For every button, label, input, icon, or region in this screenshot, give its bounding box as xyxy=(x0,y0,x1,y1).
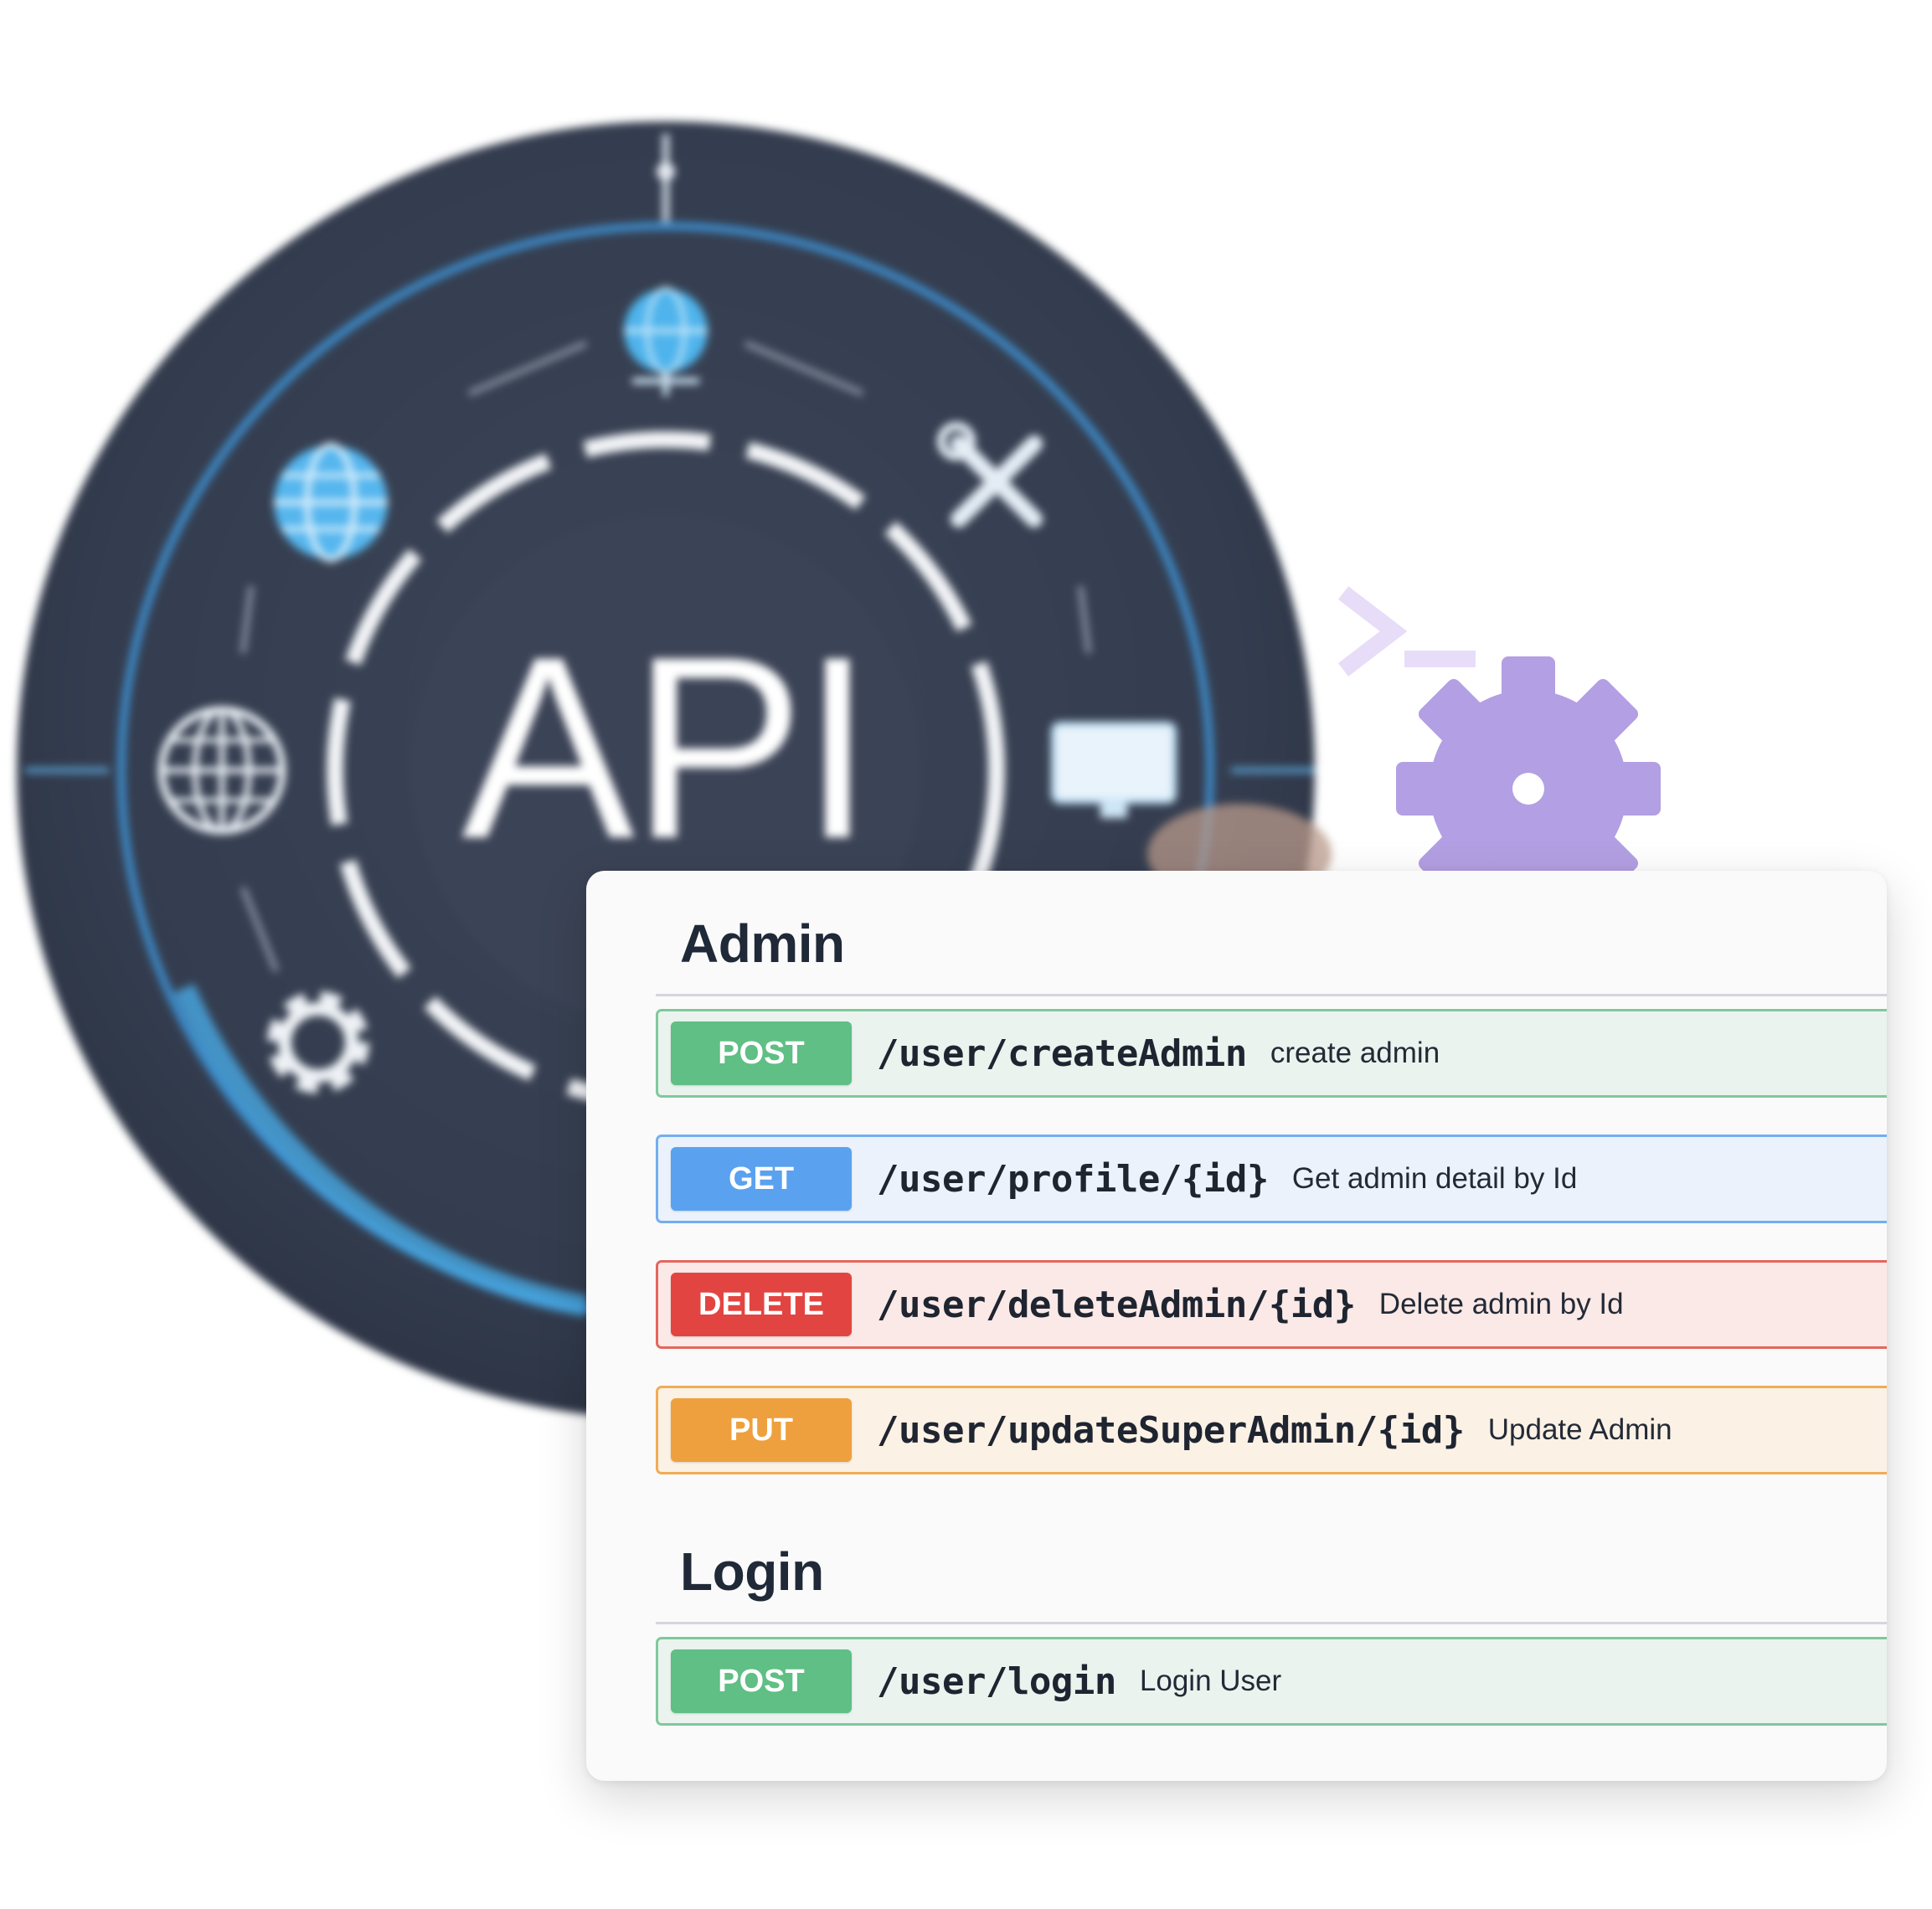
method-badge-delete: DELETE xyxy=(671,1273,852,1336)
method-badge-get: GET xyxy=(671,1147,852,1211)
operation-update-super-admin[interactable]: PUT /user/updateSuperAdmin/{id} Update A… xyxy=(656,1386,1887,1474)
operation-path: /user/updateSuperAdmin/{id} xyxy=(877,1408,1465,1452)
globe-icon xyxy=(274,442,388,563)
operation-path: /user/login xyxy=(877,1659,1116,1703)
operation-summary: Get admin detail by Id xyxy=(1291,1162,1578,1195)
section-title-login: Login xyxy=(680,1541,824,1602)
operation-path: /user/deleteAdmin/{id} xyxy=(877,1283,1356,1326)
operation-login[interactable]: POST /user/login Login User xyxy=(656,1637,1887,1726)
monitor-icon xyxy=(1051,722,1177,818)
operation-get-profile[interactable]: GET /user/profile/{id} Get admin detail … xyxy=(656,1135,1887,1223)
api-label: API xyxy=(461,602,870,893)
grid-globe-icon xyxy=(157,706,286,835)
terminal-prompt-icon xyxy=(1337,586,1476,677)
gear-icon xyxy=(1396,656,1661,921)
api-endpoints-card: Admin POST /user/createAdmin create admi… xyxy=(586,871,1887,1781)
operation-path: /user/profile/{id} xyxy=(877,1157,1269,1201)
operation-summary: create admin xyxy=(1270,1037,1440,1069)
section-divider xyxy=(656,994,1887,996)
operation-summary: Delete admin by Id xyxy=(1378,1288,1624,1320)
operation-summary: Login User xyxy=(1139,1665,1282,1697)
operation-path: /user/createAdmin xyxy=(877,1032,1247,1075)
tools-icon xyxy=(937,422,1043,527)
operation-delete-admin[interactable]: DELETE /user/deleteAdmin/{id} Delete adm… xyxy=(656,1260,1887,1349)
globe-stand-icon xyxy=(624,286,708,396)
method-badge-post: POST xyxy=(671,1021,852,1085)
method-badge-post: POST xyxy=(671,1649,852,1713)
method-badge-put: PUT xyxy=(671,1398,852,1462)
section-title-admin: Admin xyxy=(680,913,845,974)
decoration xyxy=(1337,586,1661,921)
section-divider xyxy=(656,1622,1887,1624)
operation-summary: Update Admin xyxy=(1487,1413,1672,1446)
operation-create-admin[interactable]: POST /user/createAdmin create admin xyxy=(656,1009,1887,1098)
gear-icon xyxy=(267,991,369,1093)
